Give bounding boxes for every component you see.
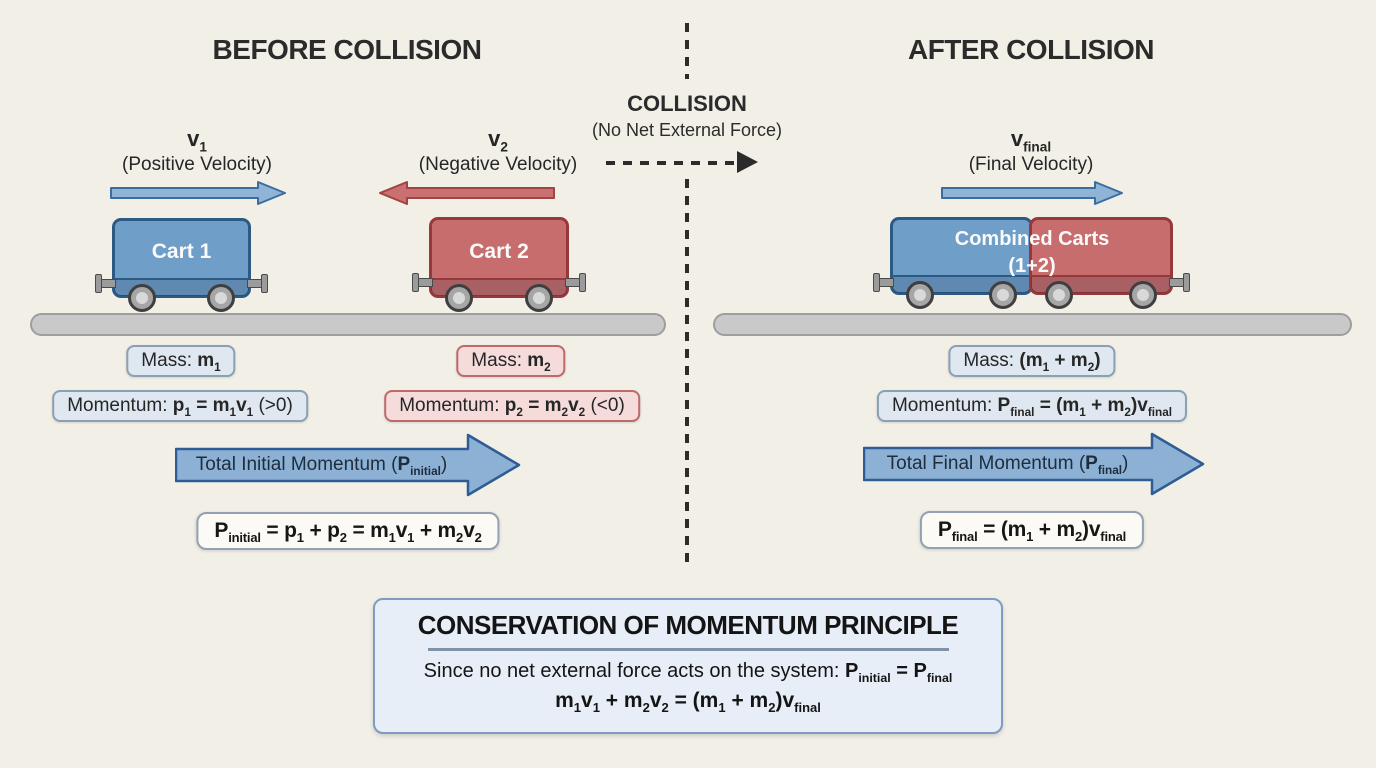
total-initial-momentum-label: Total Initial Momentum (Pinitial) bbox=[195, 454, 448, 478]
combined-cart-wheel-4 bbox=[1129, 281, 1157, 309]
principle-statement: Since no net external force acts on the … bbox=[423, 659, 953, 685]
momentum-label-combined: Momentum: Pfinal = (m1 + m2)vfinal bbox=[876, 390, 1188, 422]
cart-2-label: Cart 2 bbox=[469, 239, 529, 263]
total-initial-momentum-arrow: Total Initial Momentum (Pinitial) bbox=[174, 433, 521, 497]
combined-cart-wheel-1 bbox=[906, 281, 934, 309]
cart-2-bumper-left bbox=[412, 273, 433, 292]
track-after bbox=[713, 313, 1352, 336]
combined-carts-label-line1: Combined Carts bbox=[954, 228, 1110, 250]
vfinal-label: vfinal bbox=[1010, 126, 1052, 155]
combined-cart-wheel-3 bbox=[1045, 281, 1073, 309]
track-before bbox=[30, 313, 666, 336]
vfinal-caption: (Final Velocity) bbox=[968, 154, 1094, 175]
collision-dashed-arrow-line bbox=[606, 161, 737, 165]
v1-caption: (Positive Velocity) bbox=[122, 154, 272, 175]
before-collision-title: BEFORE COLLISION bbox=[212, 34, 482, 65]
principle-divider bbox=[427, 648, 949, 651]
cart-1-bumper-left bbox=[95, 274, 116, 293]
cart-2-wheel-right bbox=[525, 284, 553, 312]
combined-carts-label: Combined Carts (1+2) bbox=[890, 226, 1174, 280]
v1-label-group: v1 (Positive Velocity) bbox=[97, 126, 297, 176]
cart-1-label: Cart 1 bbox=[151, 240, 212, 263]
v1-right-arrow-icon bbox=[110, 181, 286, 205]
momentum-label-cart2: Momentum: p2 = m2v2 (<0) bbox=[384, 390, 640, 422]
cart-1: Cart 1 bbox=[95, 218, 268, 312]
vfinal-label-group: vfinal (Final Velocity) bbox=[931, 126, 1131, 176]
cart-2-bumper-right bbox=[565, 273, 586, 292]
divider-dashed-line-bottom bbox=[685, 179, 689, 563]
initial-momentum-equation: Pinitial = p1 + p2 = m1v1 + m2v2 bbox=[196, 512, 500, 550]
vfinal-right-arrow-icon bbox=[941, 181, 1123, 205]
combined-cart-bumper-right bbox=[1169, 273, 1190, 292]
divider-dashed-line-top bbox=[685, 23, 689, 79]
v2-caption: (Negative Velocity) bbox=[418, 154, 578, 175]
combined-cart-blue-half bbox=[873, 217, 1033, 309]
total-initial-momentum-arrow-shape bbox=[174, 433, 521, 497]
cart-1-wheel-right bbox=[207, 284, 235, 312]
combined-carts-label-line2: (1+2) bbox=[1008, 255, 1056, 277]
combined-cart-red-half bbox=[1029, 217, 1190, 309]
mass-label-cart2: Mass: m2 bbox=[456, 345, 566, 377]
mass-label-combined: Mass: (m1 + m2) bbox=[948, 345, 1116, 377]
collision-arrow-head-icon bbox=[737, 151, 758, 173]
combined-cart-wheel-2 bbox=[989, 281, 1017, 309]
total-final-momentum-arrow: Total Final Momentum (Pfinal) bbox=[862, 432, 1209, 496]
total-final-momentum-arrow-shape bbox=[862, 432, 1205, 496]
principle-title: CONSERVATION OF MOMENTUM PRINCIPLE bbox=[417, 610, 959, 640]
v2-left-arrow-icon bbox=[379, 181, 555, 205]
collision-callout: COLLISION (No Net External Force) bbox=[562, 91, 812, 141]
combined-cart-bumper-left bbox=[873, 273, 894, 292]
mass-label-cart1: Mass: m1 bbox=[126, 345, 236, 377]
conservation-principle-panel: CONSERVATION OF MOMENTUM PRINCIPLE Since… bbox=[373, 598, 1003, 734]
after-collision-title: AFTER COLLISION bbox=[907, 34, 1155, 65]
v2-label: v2 bbox=[488, 126, 508, 155]
principle-equation: m1v1 + m2v2 = (m1 + m2)vfinal bbox=[555, 688, 821, 715]
collision-title: COLLISION bbox=[627, 91, 747, 116]
collision-subtitle: (No Net External Force) bbox=[591, 120, 783, 140]
total-final-momentum-label: Total Final Momentum (Pfinal) bbox=[886, 453, 1129, 477]
final-momentum-equation: Pfinal = (m1 + m2)vfinal bbox=[919, 511, 1145, 549]
cart-2: Cart 2 bbox=[412, 217, 586, 312]
cart-1-bumper-right bbox=[247, 274, 268, 293]
v2-label-group: v2 (Negative Velocity) bbox=[398, 126, 598, 176]
cart-2-wheel-left bbox=[445, 284, 473, 312]
momentum-label-cart1: Momentum: p1 = m1v1 (>0) bbox=[52, 390, 308, 422]
v1-label: v1 bbox=[187, 126, 207, 155]
cart-1-wheel-left bbox=[128, 284, 156, 312]
